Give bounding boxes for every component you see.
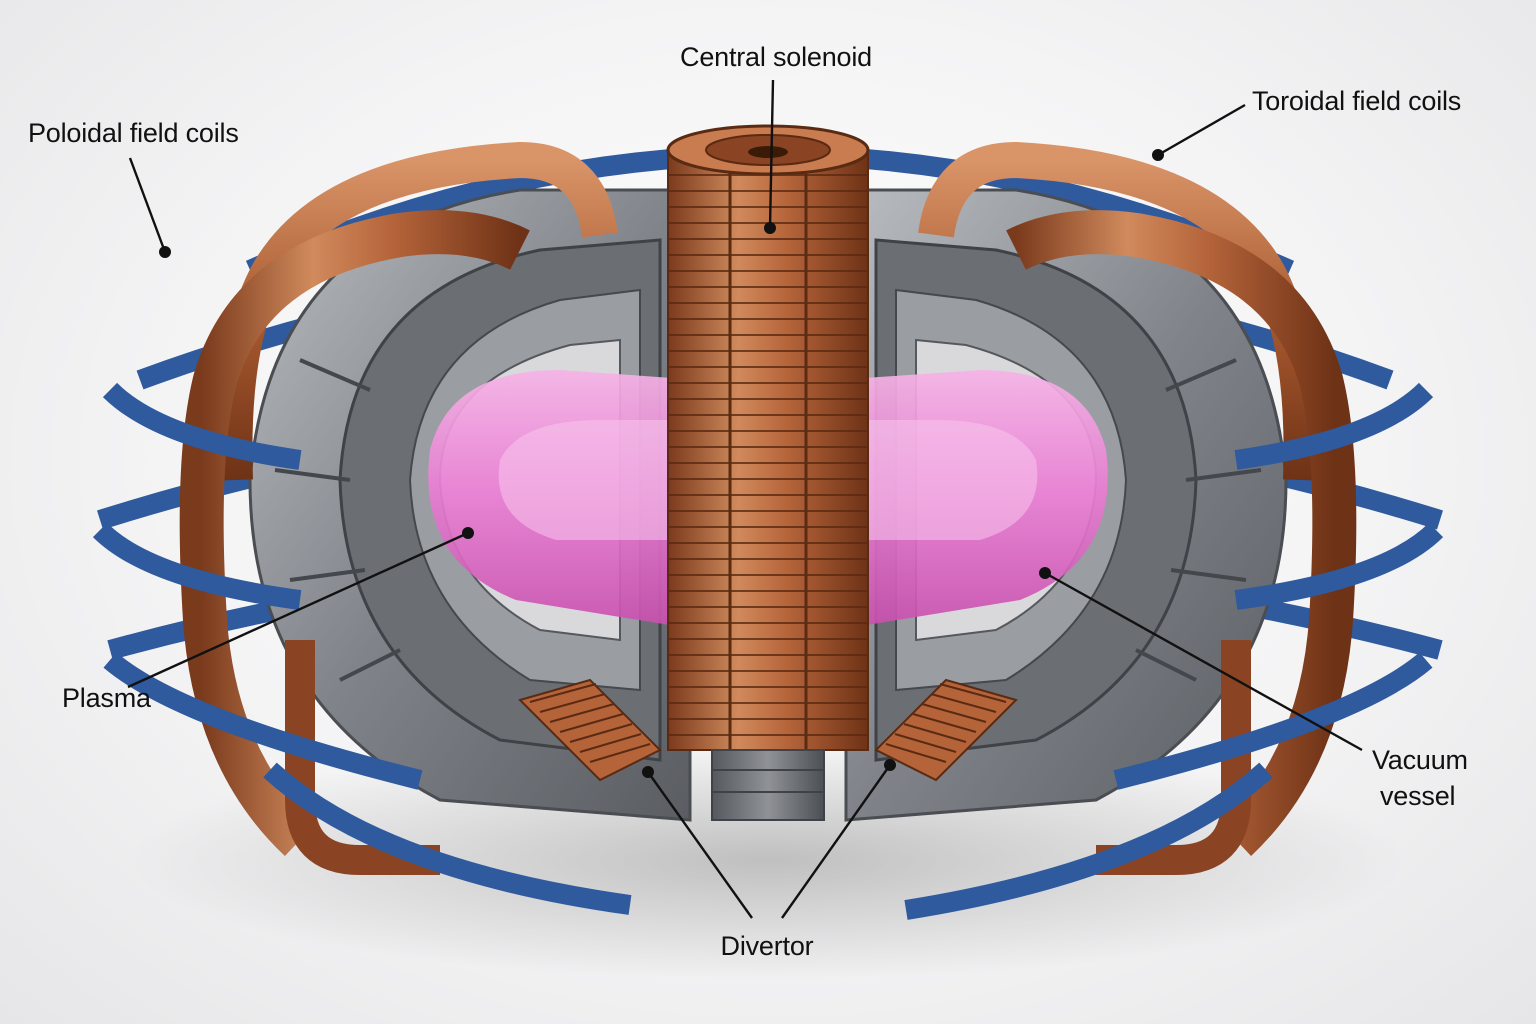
label-vacuum-vessel-line1: Vacuum (1372, 745, 1468, 775)
divertor-right (874, 678, 1018, 782)
label-toroidal-field-coils: Toroidal field coils (1252, 86, 1461, 116)
leader-divertor-right (781, 764, 891, 919)
leader-divertor-left (647, 771, 753, 919)
leader-toroidal-coils (1157, 103, 1246, 157)
leader-central-solenoid (768, 79, 775, 229)
leader-poloidal-coils (128, 157, 167, 253)
central-solenoid (666, 124, 870, 821)
label-vacuum-vessel-line2: vessel (1380, 781, 1455, 811)
label-poloidal-field-coils: Poloidal field coils (28, 118, 239, 148)
poloidal-coils-front (92, 382, 1444, 920)
label-plasma: Plasma (62, 683, 152, 713)
divertor-left (518, 678, 662, 782)
label-divertor: Divertor (721, 931, 814, 961)
leader-vacuum-vessel (1044, 571, 1363, 752)
leader-plasma (127, 531, 469, 689)
label-central-solenoid: Central solenoid (680, 42, 872, 72)
leader-lines (127, 79, 1363, 919)
